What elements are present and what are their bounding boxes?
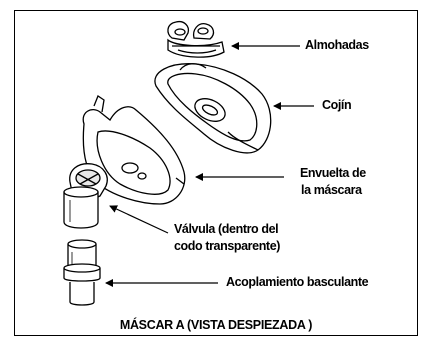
cushion [154, 63, 272, 154]
label-swivel: Acoplamiento basculante [226, 275, 369, 289]
elbow-tube [63, 186, 99, 229]
arrow-valve [109, 205, 169, 234]
label-shell-line1: Envuelta de [300, 166, 366, 180]
label-pillows: Almohadas [305, 38, 369, 52]
label-valve-line1: Válvula (dentro del [174, 222, 279, 236]
nasal-pillows [167, 20, 225, 58]
label-shell-line2: la máscara [301, 183, 362, 197]
label-cushion: Cojín [322, 98, 352, 112]
mask-shell [82, 95, 186, 205]
swivel [63, 239, 101, 306]
callout-arrows [105, 42, 314, 287]
label-valve-line2: codo transparente) [174, 239, 281, 253]
figure-caption: MÁSCAR A (VISTA DESPIEZADA ) [119, 318, 313, 332]
